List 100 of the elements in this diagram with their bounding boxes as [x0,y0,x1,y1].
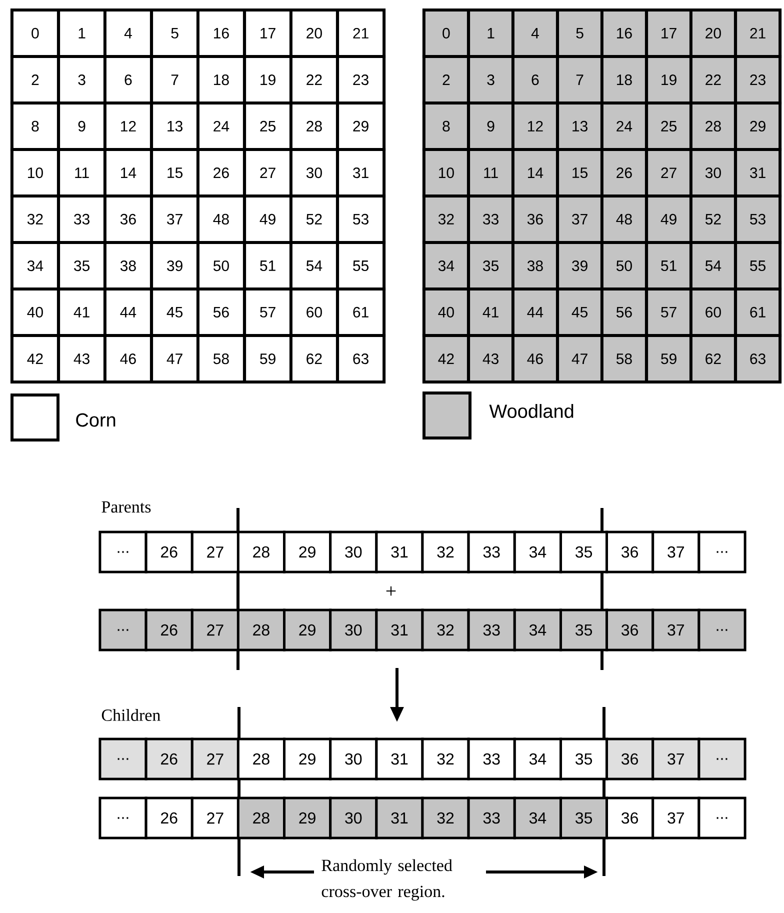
gene-cell: 36 [606,530,654,574]
gene-cell: 37 [652,530,700,574]
grid-cell: 22 [689,55,737,105]
grid-cell: 52 [289,194,339,244]
grid-cell: 41 [467,287,515,337]
gene-cell: 36 [606,796,654,840]
grid-cell: 41 [57,287,107,337]
grid-cell: 13 [556,101,604,151]
grid-cell: 6 [511,55,559,105]
row-label: Children [102,709,160,721]
gene-cell: ... [698,608,746,652]
grid-cell: 57 [243,287,293,337]
grid-cell: 23 [734,55,782,105]
grid-cell: 15 [556,148,604,198]
gene-cell: 32 [421,530,470,574]
gene-cell: ... [698,530,746,574]
grid-cell: 59 [243,334,293,384]
gene-cell: ... [98,530,148,574]
grid-cell: 59 [645,334,693,384]
grid-cell: 54 [289,241,339,291]
gene-cell: 34 [513,796,562,840]
gene-cell: 28 [236,738,286,780]
grid-cell: 14 [103,148,153,198]
grid-cell: 4 [103,8,153,58]
grid-cell: 16 [196,8,246,58]
grid-cell: 47 [150,334,200,384]
grid-cell: 51 [243,241,293,291]
gene-cell: 31 [375,608,424,652]
gene-cell: 30 [329,796,378,840]
grid-cell: 10 [422,148,470,198]
grid-cell: 9 [467,101,515,151]
grid-cell: 34 [10,241,60,291]
grid-cell: 39 [556,241,604,291]
grid-cell: 0 [10,8,60,58]
grid-cell: 53 [336,194,386,244]
gene-cell: 26 [144,608,194,652]
gene-cell: 28 [236,608,286,652]
grid-cell: 6 [103,55,153,105]
grid-cell: 61 [336,287,386,337]
grid-cell: 0 [422,8,470,58]
gene-cell: 30 [329,530,378,574]
gene-cell: 34 [513,530,562,574]
grid-cell: 44 [103,287,153,337]
grid-cell: 37 [150,194,200,244]
grid-cell: 21 [734,8,782,58]
grid-cell: 32 [422,194,470,244]
gene-cell: 26 [144,796,194,840]
grid-cell: 22 [289,55,339,105]
gene-cell: 29 [283,796,332,840]
grid-cell: 1 [467,8,515,58]
grid-cell: 39 [150,241,200,291]
grid-cell: 38 [511,241,559,291]
grid-cell: 60 [689,287,737,337]
grid-cell: 48 [196,194,246,244]
grid-cell: 33 [467,194,515,244]
grid-cell: 14 [511,148,559,198]
gene-cell: 31 [375,530,424,574]
gene-cell: ... [98,738,148,780]
grid-cell: 20 [689,8,737,58]
grid-cell: 11 [57,148,107,198]
grid-cell: 40 [422,287,470,337]
gene-cell: 35 [560,530,608,574]
gene-cell: 27 [190,796,240,840]
grid-cell: 62 [689,334,737,384]
grid-cell: 44 [511,287,559,337]
grid-cell: 55 [336,241,386,291]
grid-cell: 52 [689,194,737,244]
grid-cell: 58 [196,334,246,384]
grid-cell: 21 [336,8,386,58]
grid-cell: 48 [600,194,648,244]
grid-cell: 19 [243,55,293,105]
gene-cell: 33 [467,608,516,652]
grid-cell: 12 [511,101,559,151]
grid-cell: 11 [467,148,515,198]
grid-cell: 1 [57,8,107,58]
gene-cell: 32 [421,738,470,780]
gene-cell: ... [698,738,746,780]
grid-cell: 30 [289,148,339,198]
grid-cell: 35 [467,241,515,291]
grid-cell: 16 [600,8,648,58]
grid-cell: 34 [422,241,470,291]
legend-label: Woodland [489,404,574,418]
gene-cell: 31 [375,796,424,840]
grid-cell: 42 [10,334,60,384]
gene-cell: 33 [467,796,516,840]
grid-cell: 18 [196,55,246,105]
grid-cell: 7 [556,55,604,105]
grid-cell: 36 [103,194,153,244]
gene-cell: 31 [375,738,424,780]
grid-cell: 27 [243,148,293,198]
grid-cell: 55 [734,241,782,291]
grid-cell: 56 [600,287,648,337]
grid-cell: 19 [645,55,693,105]
grid-cell: 49 [243,194,293,244]
grid-cell: 17 [243,8,293,58]
grid-cell: 50 [196,241,246,291]
grid-cell: 35 [57,241,107,291]
grid-cell: 10 [10,148,60,198]
gene-cell: 32 [421,608,470,652]
gene-cell: 37 [652,796,700,840]
